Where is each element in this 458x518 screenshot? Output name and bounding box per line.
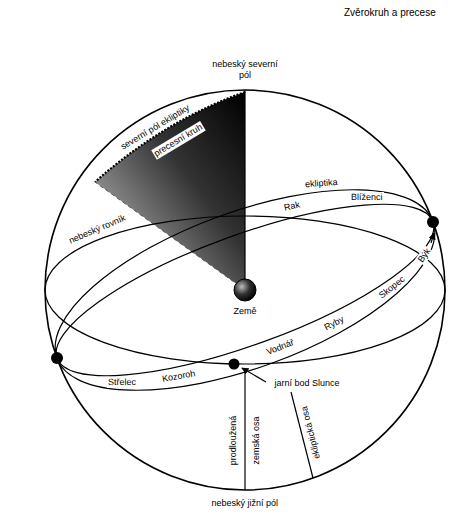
precession-cone xyxy=(95,92,245,290)
earth-globe xyxy=(234,279,256,301)
sphere-label: nebeský rovník xyxy=(66,212,128,247)
sphere-label: nebeský severní pól xyxy=(208,59,282,81)
sphere-label: Kozoroh xyxy=(160,368,197,385)
sphere-label: jarní bod Slunce xyxy=(274,378,341,389)
precession-circle xyxy=(95,92,245,182)
sphere-label: ekliptická osa xyxy=(298,404,322,461)
diagram-title: Zvěrokruh a precese xyxy=(344,7,436,19)
sphere-label: Země xyxy=(233,306,258,317)
sphere-label: ekliptika xyxy=(303,177,338,191)
sphere-label: Střelec xyxy=(107,377,137,388)
ecliptic-band-outer xyxy=(30,148,458,431)
node-dot xyxy=(427,216,439,228)
sphere-label: Blíženci xyxy=(350,192,384,203)
cone-edge xyxy=(95,182,245,290)
node-dot xyxy=(51,352,63,364)
sphere-label: Rak xyxy=(282,200,302,215)
sphere-outline xyxy=(45,90,445,490)
sphere-label: nebeský jižní pól xyxy=(211,498,280,509)
vernal-point-dot xyxy=(229,359,240,370)
sphere-label: zemská osa xyxy=(251,415,262,465)
sphere-label: prodloužená xyxy=(228,414,239,466)
celestial-equator xyxy=(45,216,445,364)
earth-axis-south xyxy=(244,372,245,490)
pointer-arrow xyxy=(242,368,266,382)
motion-arrow xyxy=(431,233,434,243)
earth-axis-north xyxy=(244,90,245,279)
